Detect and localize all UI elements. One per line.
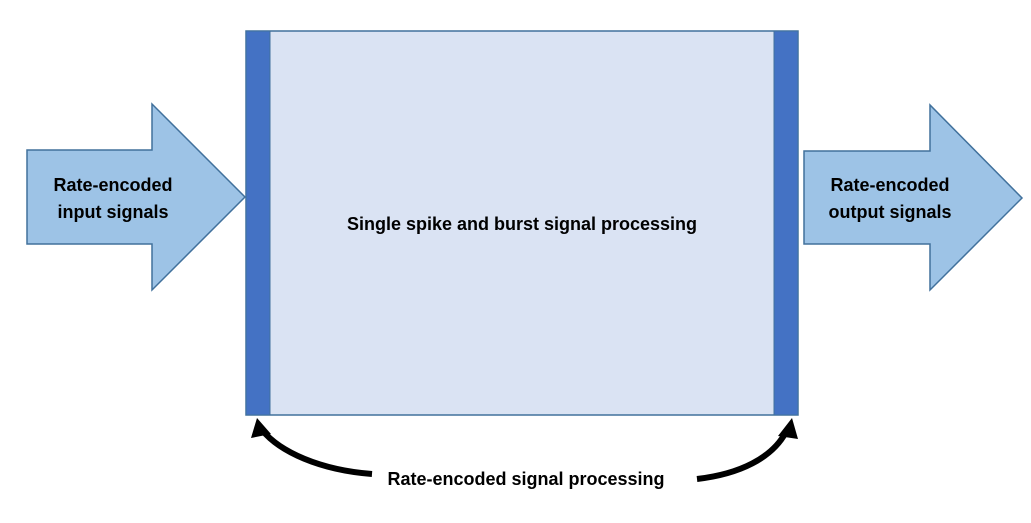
left-curved-arrowhead	[251, 418, 271, 438]
processing-box: Single spike and burst signal processing	[245, 30, 799, 416]
right-curved-arrowhead	[778, 418, 798, 439]
feedback-label: Rate-encoded signal processing	[387, 469, 664, 489]
processing-box-left-edge-bar	[245, 30, 271, 416]
output-arrow-shape	[803, 103, 1024, 292]
processing-box-right-edge-bar	[773, 30, 799, 416]
input-arrow-label-line2: input signals	[57, 202, 168, 222]
feedback-arrows: Rate-encoded signal processing	[251, 418, 798, 489]
input-arrow-label-line1: Rate-encoded	[53, 175, 172, 195]
left-curved-arrow	[259, 428, 373, 477]
right-curved-arrow	[696, 430, 789, 482]
output-arrow-label-line2: output signals	[829, 202, 952, 222]
input-arrow-shape	[26, 102, 247, 292]
processing-box-body	[245, 30, 799, 416]
input-arrow: Rate-encoded input signals	[26, 102, 247, 292]
output-arrow-label-line1: Rate-encoded	[830, 175, 949, 195]
output-arrow: Rate-encoded output signals	[803, 103, 1024, 292]
processing-box-label: Single spike and burst signal processing	[347, 214, 697, 234]
